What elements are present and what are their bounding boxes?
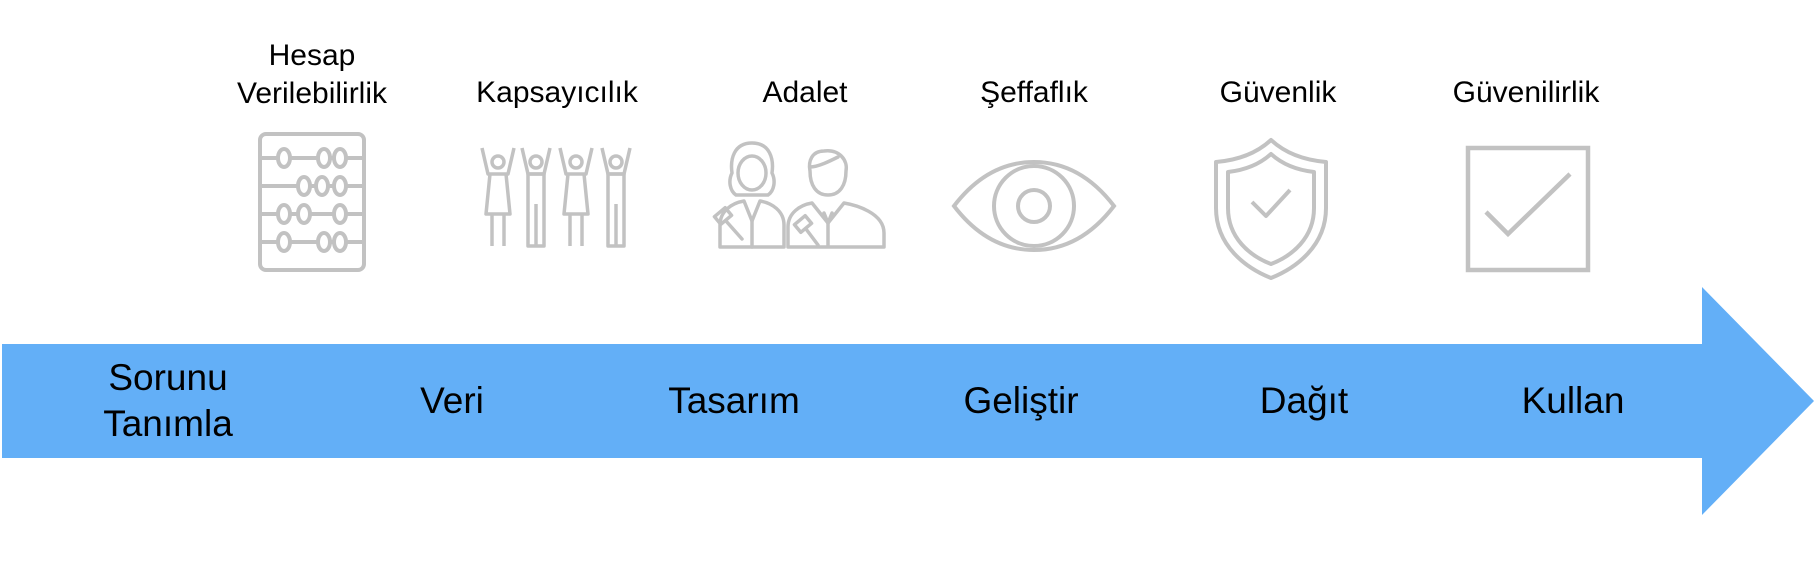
principle-label-reliability: Güvenilirlik	[1452, 76, 1600, 109]
principle-label-inclusiveness: Kapsayıcılık	[476, 76, 638, 109]
stage-label-deploy: Dağıt	[1259, 380, 1349, 421]
stage-label-use: Kullan	[1521, 380, 1625, 421]
stage-label-design: Tasarım	[668, 380, 800, 421]
people-group-icon	[478, 144, 638, 250]
principle-label-security: Güvenlik	[1219, 76, 1337, 109]
principle-label-transparency: Şeffaflık	[980, 76, 1088, 109]
checkbox-icon	[1464, 144, 1592, 274]
eye-icon	[950, 158, 1118, 254]
process-arrow-shape	[2, 287, 1814, 515]
stage-label-develop: Geliştir	[963, 380, 1079, 421]
abacus-icon	[256, 130, 368, 274]
stage-label-data: Veri	[420, 380, 484, 421]
judge-and-lawyer-icon	[712, 137, 888, 253]
shield-check-icon	[1210, 136, 1332, 282]
principle-label-fairness: Adalet	[762, 76, 848, 109]
